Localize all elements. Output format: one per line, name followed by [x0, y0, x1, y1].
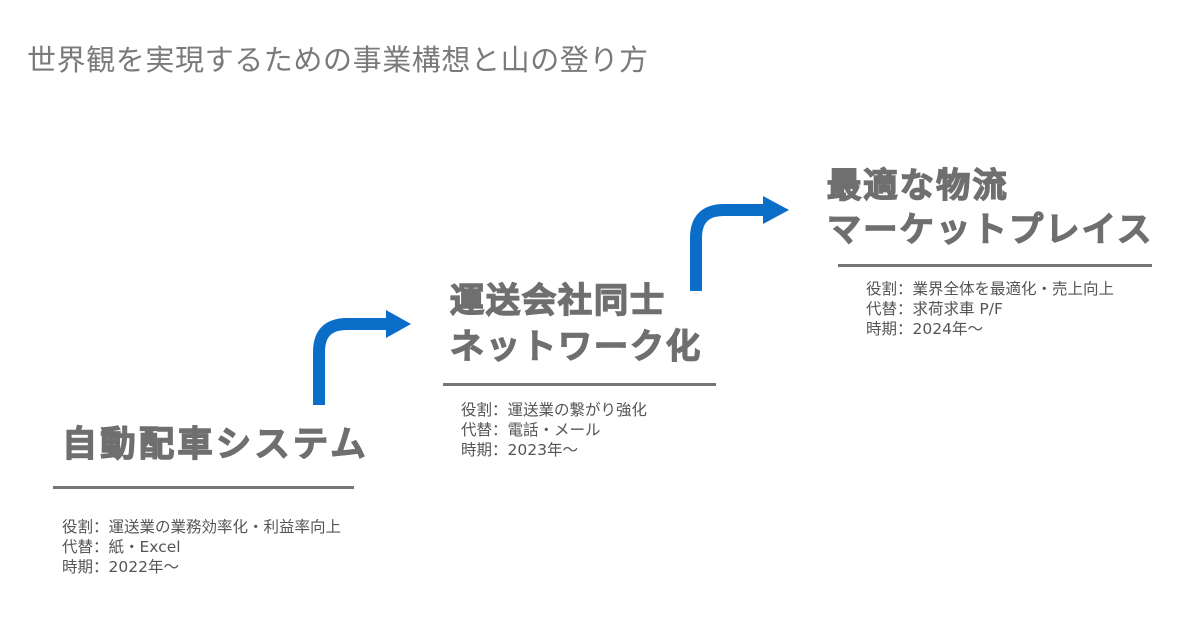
stage-1-heading-line: 自動配車システム — [61, 424, 369, 465]
stage-3-divider — [838, 264, 1152, 267]
stage-1-heading: 自動配車システム — [61, 424, 369, 466]
stage-1-divider — [53, 486, 354, 489]
stage-3-role: 役割：業界全体を最適化・売上向上 — [866, 280, 1115, 298]
stage-3-heading-line-1: 最適な物流 — [826, 165, 1009, 206]
stage-2-heading-line-2: ネットワーク化 — [449, 326, 702, 367]
stage-3-details: 役割：業界全体を最適化・売上向上 代替：求荷求車 P/F 時期：2024年〜 — [866, 279, 1114, 339]
stage-2-divider — [443, 383, 716, 386]
stage-1-role: 役割：運送業の業務効率化・利益率向上 — [62, 518, 342, 536]
stage-2-alternative: 代替：電話・メール — [461, 421, 601, 439]
stage-2-period: 時期：2023年〜 — [461, 441, 578, 459]
arrow-1-shaft — [313, 318, 388, 405]
stage-2-role: 役割：運送業の繋がり強化 — [461, 401, 648, 419]
stage-2-heading: 運送会社同士 ネットワーク化 — [449, 278, 702, 370]
stage-2-details: 役割：運送業の繋がり強化 代替：電話・メール 時期：2023年〜 — [461, 400, 647, 460]
stage-3-heading-line-2: マーケットプレイス — [826, 209, 1154, 250]
arrow-2-head — [763, 196, 789, 224]
stage-3-period: 時期：2024年〜 — [866, 320, 983, 338]
page-title: 世界観を実現するための事業構想と山の登り方 — [27, 43, 649, 77]
stage-3-alternative: 代替：求荷求車 P/F — [866, 300, 1003, 318]
stage-1-alternative: 代替：紙・Excel — [62, 538, 181, 556]
arrow-1-head — [386, 310, 411, 338]
stage-1-period: 時期：2022年〜 — [62, 558, 179, 576]
stage-3-heading: 最適な物流 マーケットプレイス — [826, 164, 1154, 252]
arrow-2-shaft — [690, 204, 765, 291]
stage-2-heading-line-1: 運送会社同士 — [449, 280, 666, 321]
stage-1-details: 役割：運送業の業務効率化・利益率向上 代替：紙・Excel 時期：2022年〜 — [62, 517, 341, 577]
